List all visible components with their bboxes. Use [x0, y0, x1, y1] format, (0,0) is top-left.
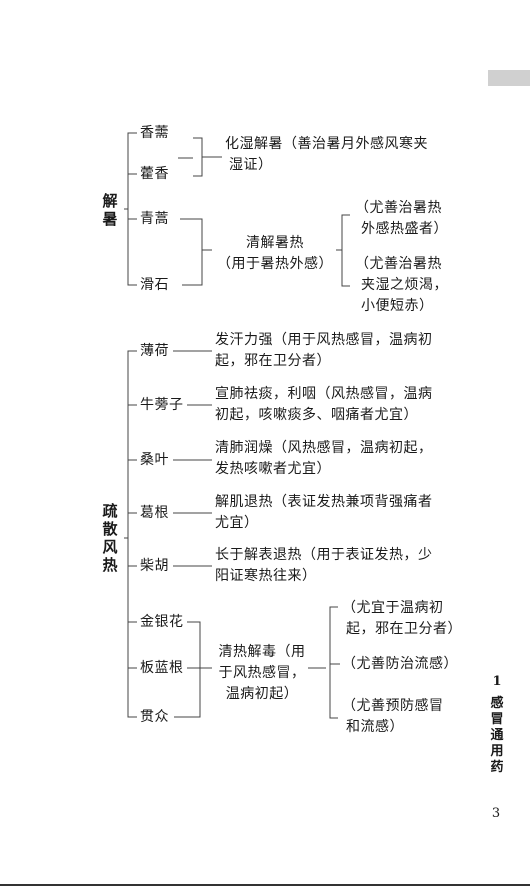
- note-line: （尤善治暑热: [355, 256, 442, 272]
- effect-line: 发汗力强（用于风热感冒，温病初: [215, 332, 433, 348]
- effect-line: 宣肺祛痰，利咽（风热感冒，温病: [215, 386, 433, 402]
- note-line: 起，邪在卫分者）: [346, 621, 462, 637]
- group1-effect: 化湿解暑（善治暑月外感风寒夹 湿证）: [225, 134, 428, 176]
- bottom-rule: [0, 884, 530, 886]
- note-line: 外感热盛者）: [361, 221, 448, 237]
- bohe-effect: 发汗力强（用于风热感冒，温病初 起，邪在卫分者）: [215, 330, 433, 372]
- chapter-tab-marker: [488, 70, 530, 86]
- effect-line: （用于暑热外感）: [217, 256, 333, 272]
- note-line: （尤宜于温病初: [342, 600, 444, 616]
- effect-line: 化湿解暑（善治暑月外感风寒夹: [225, 136, 428, 152]
- note-line: 夹湿之烦渴，: [361, 277, 448, 293]
- effect-line: 于风热感冒，: [218, 665, 306, 681]
- jinyinhua-note: （尤宜于温病初 起，邪在卫分者）: [342, 598, 462, 640]
- gegen-effect: 解肌退热（表证发热兼项背强痛者 尤宜）: [215, 492, 433, 534]
- group2-effect: 清解暑热 （用于暑热外感）: [215, 233, 335, 275]
- effect-line: 温病初起）: [225, 686, 299, 702]
- herb-qinghao: 青蒿: [140, 211, 169, 227]
- effect-line: 阳证寒热往来）: [215, 568, 317, 584]
- section-title-jieshu: 解暑: [101, 192, 119, 228]
- effect-line: 清解暑热: [246, 235, 304, 251]
- effect-line: 清热解毒（用: [218, 644, 306, 660]
- herb-gegen: 葛根: [140, 505, 169, 521]
- herb-banlangen: 板蓝根: [140, 660, 184, 676]
- banlangen-note: （尤善防治流感）: [342, 656, 458, 672]
- herb-xiangru: 香薷: [140, 125, 169, 141]
- niubangzi-effect: 宣肺祛痰，利咽（风热感冒，温病 初起，咳嗽痰多、咽痛者尤宜）: [215, 384, 433, 426]
- effect-line: 清肺润燥（风热感冒，温病初起，: [215, 440, 433, 456]
- herb-huoxiang: 藿香: [140, 166, 169, 182]
- group-effect-qingrejiedu: 清热解毒（用 于风热感冒， 温病初起）: [214, 642, 310, 705]
- note-line: 小便短赤）: [361, 298, 434, 314]
- effect-line: 起，邪在卫分者）: [215, 353, 331, 369]
- note-line: （尤善预防感冒: [342, 698, 444, 714]
- chaihu-effect: 长于解表退热（用于表证发热，少 阳证寒热往来）: [215, 545, 433, 587]
- effect-line: 发热咳嗽者尤宜）: [215, 461, 331, 477]
- section-title-text: 疏散风热: [102, 502, 118, 574]
- herb-jinyinhua: 金银花: [140, 614, 184, 630]
- herb-sangye: 桑叶: [140, 452, 169, 468]
- section-title-shusanfengre: 疏散风热: [101, 502, 119, 574]
- effect-line: 湿证）: [229, 157, 273, 173]
- effect-line: 解肌退热（表证发热兼项背强痛者: [215, 494, 433, 510]
- section-title-text: 解暑: [102, 192, 118, 228]
- chapter-number: 1: [492, 674, 502, 689]
- huashi-note: （尤善治暑热 夹湿之烦渴， 小便短赤）: [355, 254, 448, 317]
- page-number: 3: [491, 806, 501, 821]
- effect-line: 尤宜）: [215, 515, 259, 531]
- note-line: 和流感）: [346, 719, 404, 735]
- chapter-title: 感冒通用药: [490, 696, 504, 775]
- herb-huashi: 滑石: [140, 277, 169, 293]
- effect-line: 长于解表退热（用于表证发热，少: [215, 547, 433, 563]
- herb-chaihu: 柴胡: [140, 558, 169, 574]
- herb-guanzhong: 贯众: [140, 709, 169, 725]
- effect-line: 初起，咳嗽痰多、咽痛者尤宜）: [215, 407, 418, 423]
- qinghao-note: （尤善治暑热 外感热盛者）: [355, 198, 448, 240]
- herb-niubangzi: 牛蒡子: [140, 397, 184, 413]
- sangye-effect: 清肺润燥（风热感冒，温病初起， 发热咳嗽者尤宜）: [215, 438, 433, 480]
- guanzhong-note: （尤善预防感冒 和流感）: [342, 696, 444, 738]
- note-line: （尤善治暑热: [355, 200, 442, 216]
- herb-bohe: 薄荷: [140, 343, 169, 359]
